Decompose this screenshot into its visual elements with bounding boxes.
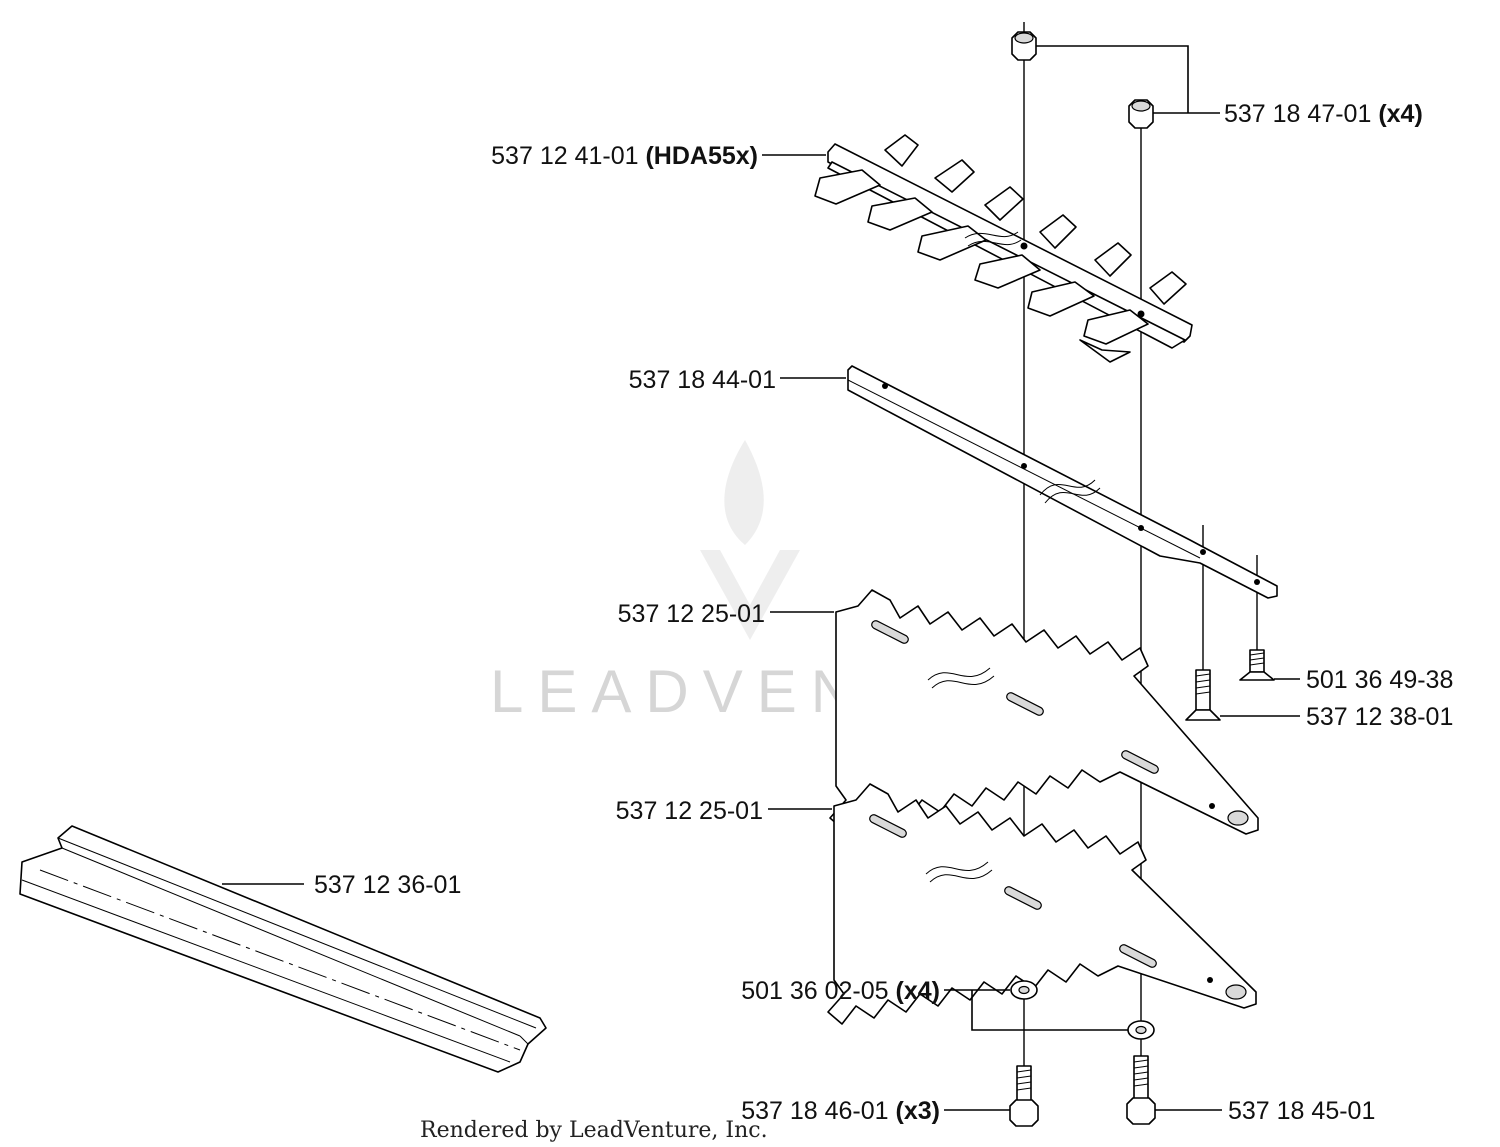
label-washer: 501 36 02-05 (x4) bbox=[741, 977, 940, 1005]
label-guide-bar: 537 18 44-01 bbox=[629, 366, 776, 394]
nut-right-drawing bbox=[1128, 99, 1154, 129]
label-screw-b: 537 12 38-01 bbox=[1306, 703, 1453, 731]
bolt-left-drawing bbox=[1009, 1065, 1039, 1127]
label-blade-cover: 537 12 36-01 bbox=[314, 871, 461, 899]
screw-a-drawing bbox=[1239, 649, 1275, 681]
guide-bar-drawing bbox=[847, 365, 1278, 599]
screw-b-drawing bbox=[1185, 669, 1221, 721]
label-bolt-left: 537 18 46-01 (x3) bbox=[741, 1097, 940, 1125]
label-cutter-blade-bottom: 537 12 25-01 bbox=[616, 797, 763, 825]
label-nut: 537 18 47-01 (x4) bbox=[1224, 100, 1423, 128]
upper-blade-drawing bbox=[814, 134, 1193, 363]
blade-cover-drawing bbox=[19, 825, 547, 1073]
watermark-logo bbox=[700, 440, 800, 640]
leader-nut bbox=[1036, 45, 1220, 114]
bolt-right-drawing bbox=[1126, 1055, 1156, 1125]
label-screw-a: 501 36 49-38 bbox=[1306, 666, 1453, 694]
nut-left-drawing bbox=[1011, 31, 1037, 61]
label-cutter-blade-top: 537 12 25-01 bbox=[618, 600, 765, 628]
cutter-blade-top-drawing bbox=[829, 589, 1259, 835]
washer-right-drawing bbox=[1127, 1020, 1155, 1040]
footer-credit: Rendered by LeadVenture, Inc. bbox=[420, 1118, 768, 1143]
cutter-blade-bottom-drawing bbox=[827, 783, 1257, 1025]
washer-left-drawing bbox=[1010, 980, 1038, 1000]
label-upper-blade: 537 12 41-01 (HDA55x) bbox=[491, 142, 758, 170]
label-bolt-right: 537 18 45-01 bbox=[1228, 1097, 1375, 1125]
leader-washer bbox=[944, 989, 1128, 1031]
